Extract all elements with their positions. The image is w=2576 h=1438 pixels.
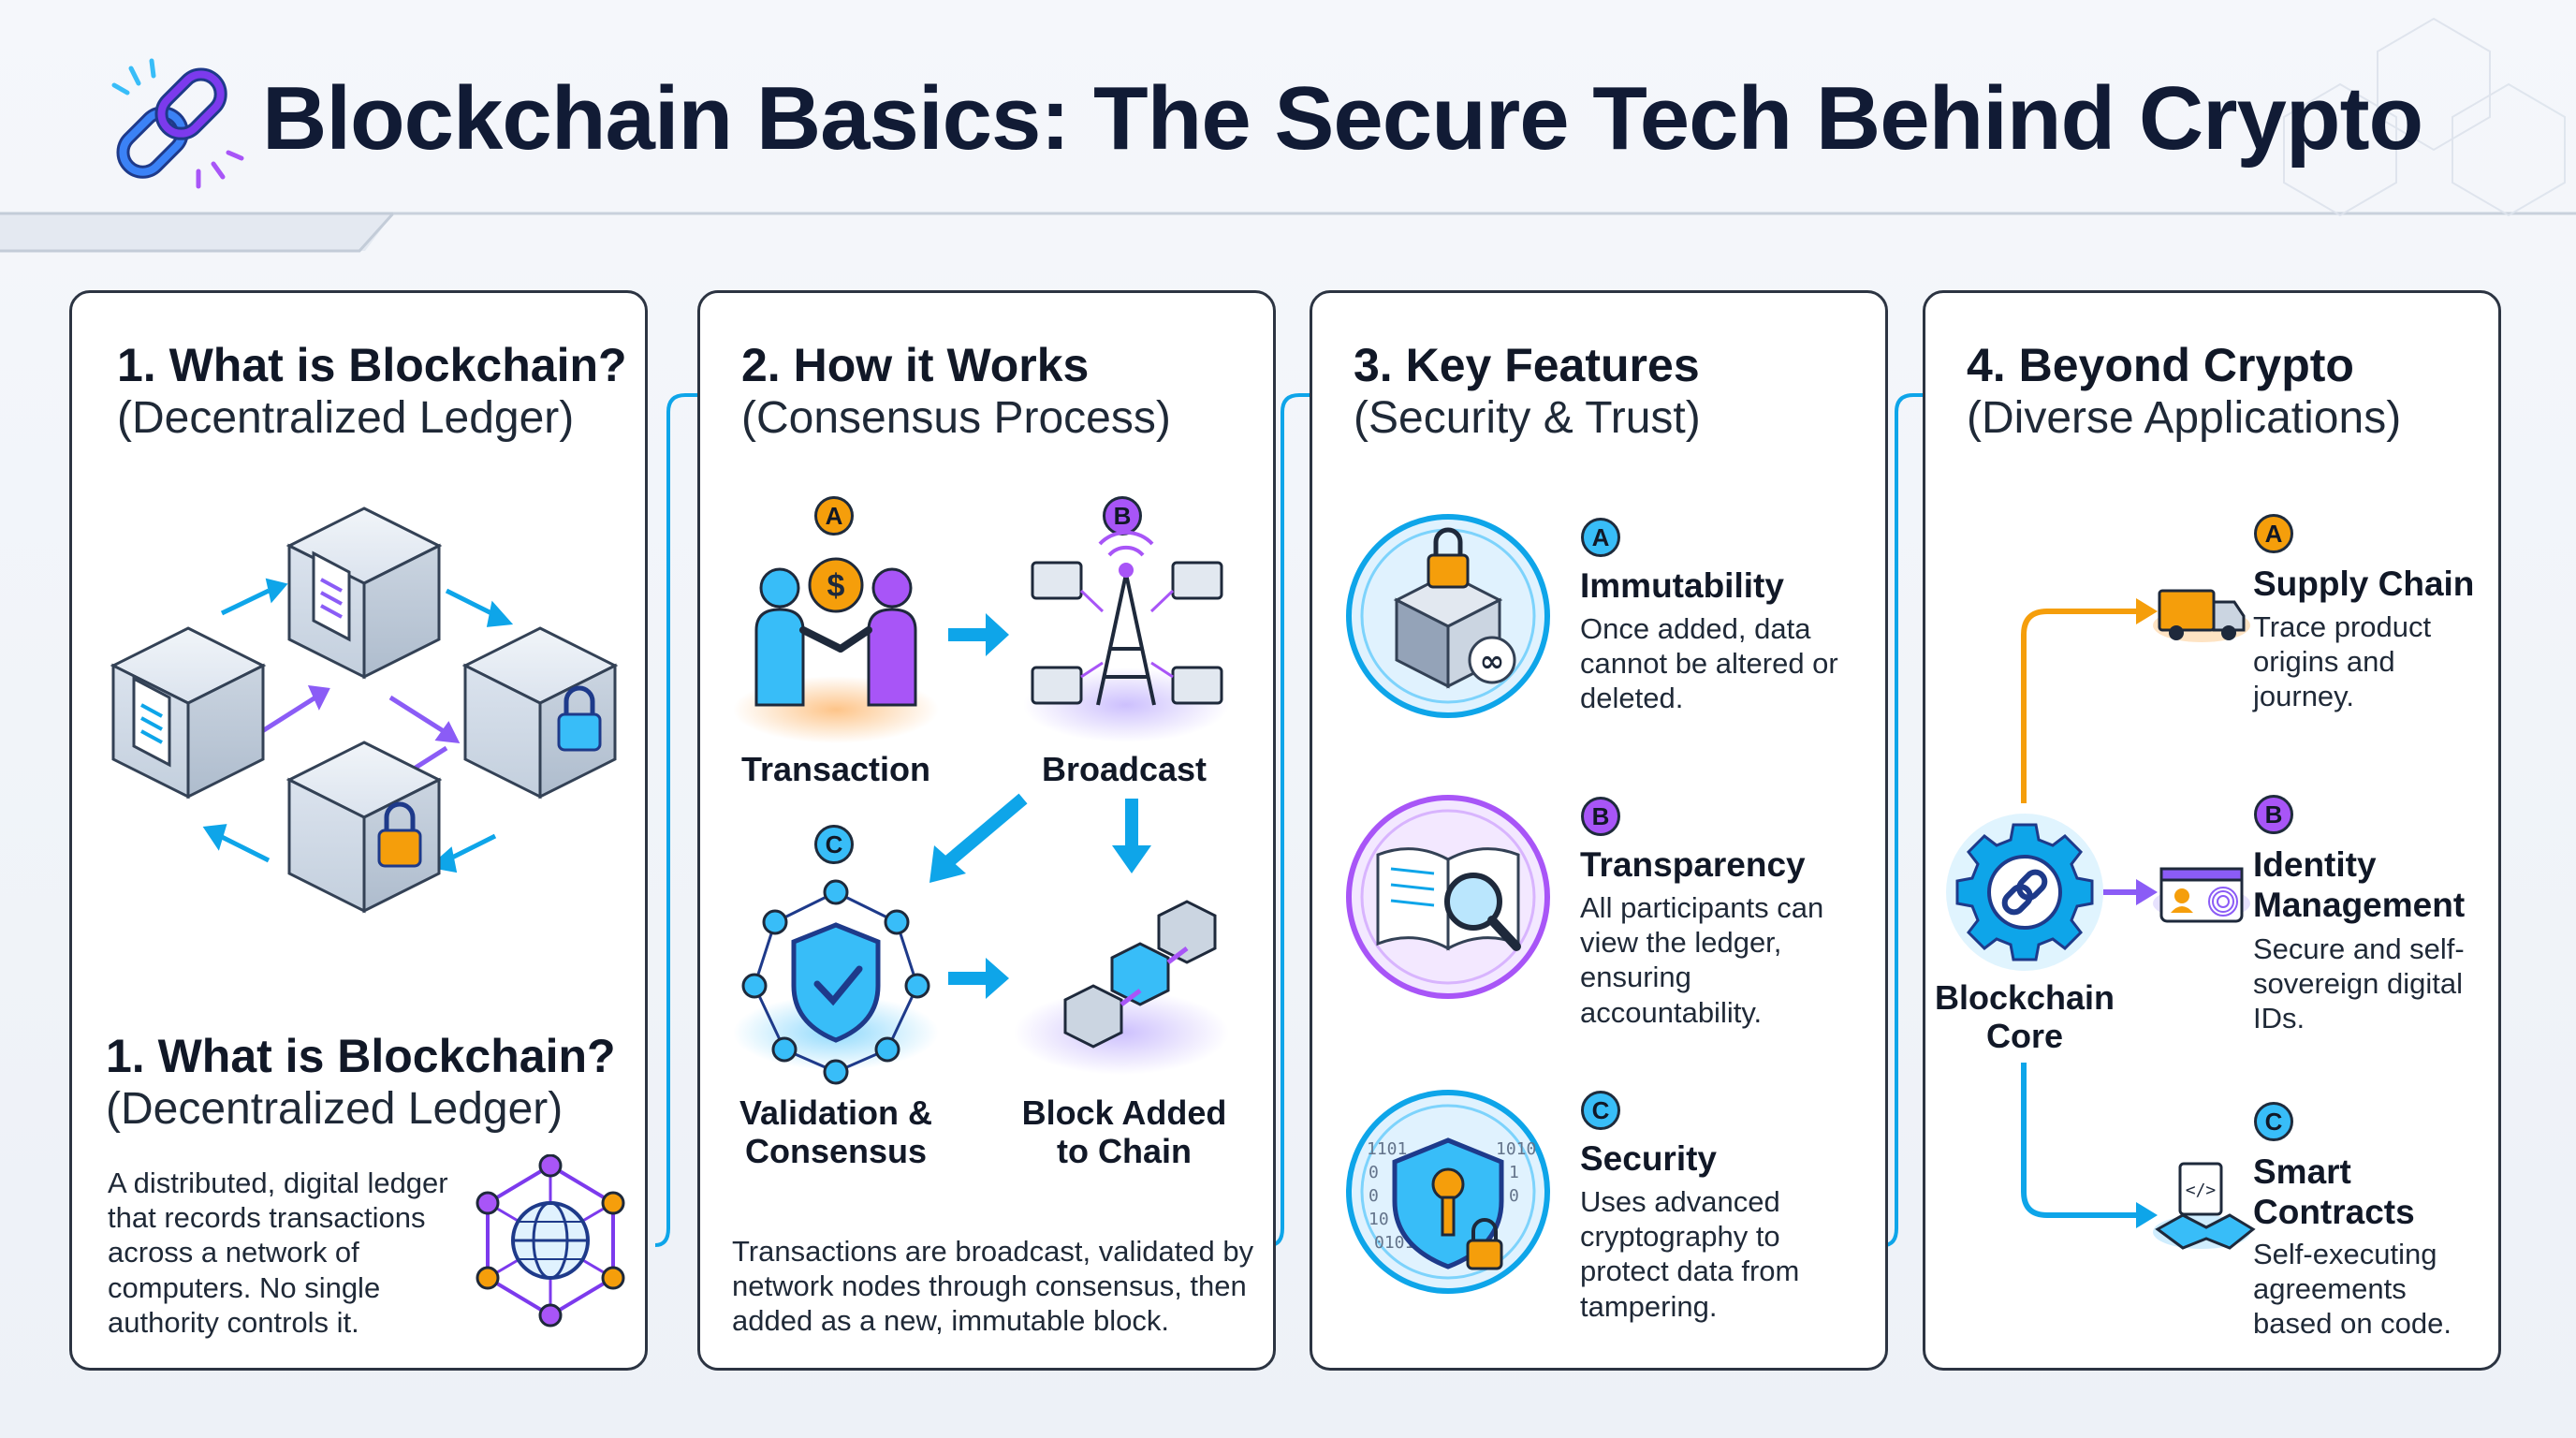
app-text: Self-executing agreements based on code. bbox=[2253, 1238, 2452, 1341]
panel-title: 1. What is Blockchain? bbox=[117, 339, 627, 391]
panel-how-it-works: 2. How it Works (Consensus Process) A B … bbox=[697, 290, 1276, 1371]
handshake-code-icon: </> bbox=[2153, 1162, 2256, 1250]
app-title-line: Contracts bbox=[2253, 1192, 2415, 1231]
app-text: Secure and self-sovereign digital IDs. bbox=[2253, 932, 2465, 1035]
core-label-line: Blockchain bbox=[1934, 978, 2115, 1017]
applications-diagram: </> bbox=[1946, 589, 2256, 1250]
svg-text:1: 1 bbox=[1509, 1163, 1519, 1182]
svg-text:$: $ bbox=[827, 568, 845, 604]
app-badge: A bbox=[2254, 514, 2293, 553]
globe-network-icon bbox=[476, 1154, 625, 1328]
app-title-line: Smart bbox=[2253, 1152, 2351, 1191]
people-exchange-icon: $ bbox=[733, 557, 939, 743]
step-badge: C bbox=[814, 825, 854, 864]
truck-icon bbox=[2153, 589, 2250, 642]
header: Blockchain Basics: The Secure Tech Behin… bbox=[0, 0, 2576, 253]
app-title: Supply Chain bbox=[2253, 565, 2475, 603]
step-label: Broadcast bbox=[1041, 750, 1208, 788]
svg-text:∞: ∞ bbox=[1480, 643, 1505, 679]
panel-subtitle-repeat: (Decentralized Ledger) bbox=[106, 1084, 564, 1134]
feature-badge: C bbox=[1581, 1091, 1620, 1130]
feature-title: Transparency bbox=[1580, 845, 1806, 884]
step-label-line: Validation & bbox=[739, 1093, 933, 1132]
app-title-line: Management bbox=[2253, 885, 2466, 924]
core-label: Blockchain Core bbox=[1931, 978, 2118, 1056]
feature-badge: B bbox=[1581, 797, 1620, 836]
step-label: Transaction bbox=[740, 750, 931, 788]
svg-text:0: 0 bbox=[1368, 1163, 1379, 1182]
svg-text:10: 10 bbox=[1368, 1210, 1389, 1229]
step-label-line: Block Added bbox=[1021, 1093, 1227, 1132]
app-text: Trace product origins and journey. bbox=[2253, 610, 2432, 713]
id-card-icon bbox=[2153, 867, 2250, 923]
app-title-line: Identity bbox=[2253, 845, 2377, 884]
feature-title: Immutability bbox=[1580, 566, 1784, 605]
cube-network-icon bbox=[111, 506, 617, 913]
feature-text: Once added, data cannot be altered or de… bbox=[1580, 612, 1838, 715]
panel-title: 3. Key Features bbox=[1354, 339, 1700, 391]
panel-subtitle: (Security & Trust) bbox=[1354, 393, 1701, 443]
app-badge: B bbox=[2254, 795, 2293, 834]
page-title: Blockchain Basics: The Secure Tech Behin… bbox=[262, 68, 2423, 169]
panel-subtitle: (Decentralized Ledger) bbox=[117, 393, 575, 443]
gear-chain-icon bbox=[1946, 814, 2103, 971]
feature-text: All participants can view the ledger, en… bbox=[1580, 891, 1824, 1029]
panel-title-repeat: 1. What is Blockchain? bbox=[106, 1030, 616, 1082]
core-label-line: Core bbox=[1985, 1017, 2064, 1056]
magnifier-book-icon bbox=[1346, 795, 1550, 999]
svg-text:0: 0 bbox=[1368, 1186, 1379, 1206]
app-badge: C bbox=[2254, 1102, 2293, 1141]
svg-text:</>: </> bbox=[2186, 1181, 2217, 1200]
shield-network-icon bbox=[733, 879, 939, 1085]
step-label: Block Added to Chain bbox=[1007, 1093, 1241, 1171]
panel-beyond-crypto: 4. Beyond Crypto (Diverse Applications) bbox=[1923, 290, 2501, 1371]
panel-what-is-blockchain: 1. What is Blockchain? (Decentralized Le… bbox=[69, 290, 648, 1371]
panel-key-features: 3. Key Features (Security & Trust) ∞ bbox=[1310, 290, 1888, 1371]
svg-text:1010: 1010 bbox=[1496, 1139, 1536, 1159]
chain-link-icon bbox=[111, 58, 244, 189]
step-label-line: Consensus bbox=[744, 1132, 928, 1171]
app-title: Identity Management bbox=[2253, 845, 2465, 925]
padlock-icon bbox=[557, 685, 602, 752]
panel-title: 2. How it Works bbox=[741, 339, 1090, 391]
linked-blocks-icon bbox=[1014, 900, 1229, 1075]
svg-text:0: 0 bbox=[1509, 1186, 1519, 1206]
step-label-line: to Chain bbox=[1057, 1132, 1192, 1171]
feature-text: Uses advanced cryptography to protect da… bbox=[1580, 1185, 1800, 1323]
header-divider bbox=[0, 17, 2576, 253]
broadcast-tower-icon bbox=[1023, 530, 1229, 742]
panel-subtitle: (Diverse Applications) bbox=[1967, 393, 2402, 443]
locked-cube-icon: ∞ bbox=[1346, 514, 1550, 718]
app-title: Smart Contracts bbox=[2253, 1152, 2415, 1232]
feature-title: Security bbox=[1580, 1139, 1718, 1178]
panel-description: Transactions are broadcast, validated by… bbox=[732, 1235, 1254, 1338]
step-label: Validation & Consensus bbox=[719, 1093, 953, 1171]
panel-subtitle: (Consensus Process) bbox=[741, 393, 1171, 443]
feature-badge: A bbox=[1581, 518, 1620, 557]
step-badge: A bbox=[814, 496, 854, 536]
consensus-flow: $ bbox=[733, 530, 1229, 1085]
document-icon bbox=[312, 550, 351, 642]
panel-description: A distributed, digital ledger that recor… bbox=[108, 1167, 448, 1339]
svg-text:1101: 1101 bbox=[1367, 1139, 1407, 1159]
panel-title: 4. Beyond Crypto bbox=[1967, 339, 2354, 391]
